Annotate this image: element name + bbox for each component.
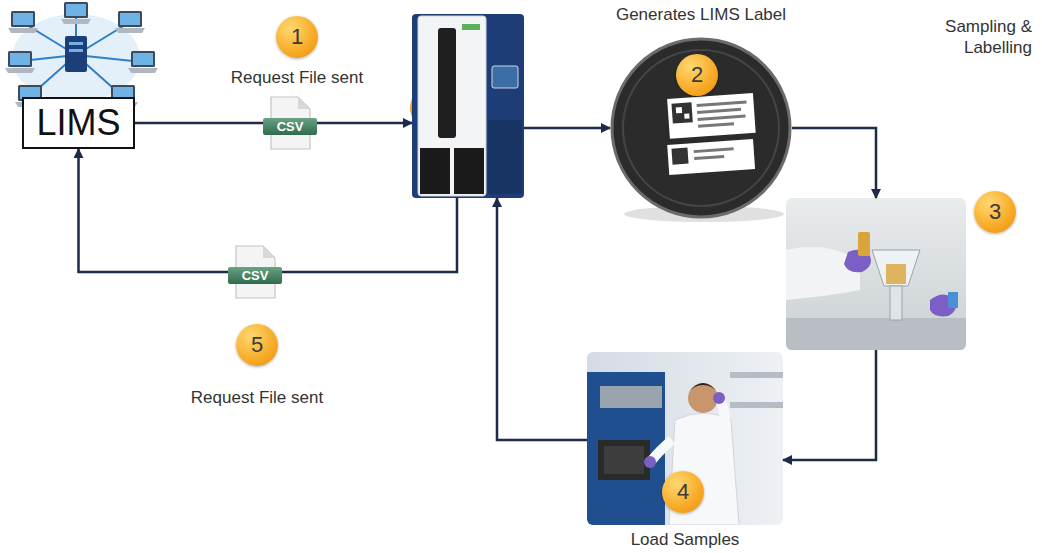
sampling-photo-box: Sampling & Labelling3 [786,198,966,350]
flow-arrow [79,149,458,272]
step-caption: Sampling & Labelling [922,16,1032,58]
callout-number-holder: 3 [974,191,1016,233]
flow-arrow [497,198,587,440]
step-caption: Generates LIMS Label [580,4,822,25]
callout-number-holder: 2 [676,54,718,96]
sampling-photo [786,198,966,350]
callout-number: 4 [677,480,689,504]
lims-box: LIMS [22,97,135,149]
network-illustration [5,2,158,107]
csv-file-icon: CSV [268,96,312,150]
callout-number-holder: 5 [236,324,278,366]
flow-arrow [524,127,610,130]
callout-number: 5 [251,333,263,357]
loading-photo-box: Load Samples4 [587,352,783,525]
loading-photo [587,352,783,525]
callout-number: 1 [291,25,303,49]
callout-number: 3 [989,200,1001,224]
step-caption: Request File sent [217,67,377,88]
step-caption-holder: Load Samples [587,529,783,550]
label-disc: Generates LIMS Label2 [610,38,792,218]
callout-number: 2 [691,63,703,87]
step-caption: Load Samples [587,529,783,550]
step-caption-holder: Sampling & Labelling [922,16,1032,58]
step-caption-holder: Generates LIMS Label [580,4,822,25]
flow-arrow [783,350,876,460]
system-name: LIMS [36,103,120,143]
file-type-label: CSV [263,118,317,135]
instrument-illustration [412,14,524,198]
csv-file-icon: CSV [233,245,277,299]
step-caption-holder: Request File sent [177,387,337,408]
step-caption: Request File sent [177,387,337,408]
callout-number-holder: 1 [276,16,318,58]
flow-arrow [792,128,876,198]
system-name-holder: LIMS [24,99,133,147]
file-type-label: CSV [228,267,282,284]
instrument [412,14,524,198]
label-disc-illustration [612,39,790,222]
callout-number-holder: 4 [662,471,704,513]
step-caption-holder: Request File sent [217,67,377,88]
